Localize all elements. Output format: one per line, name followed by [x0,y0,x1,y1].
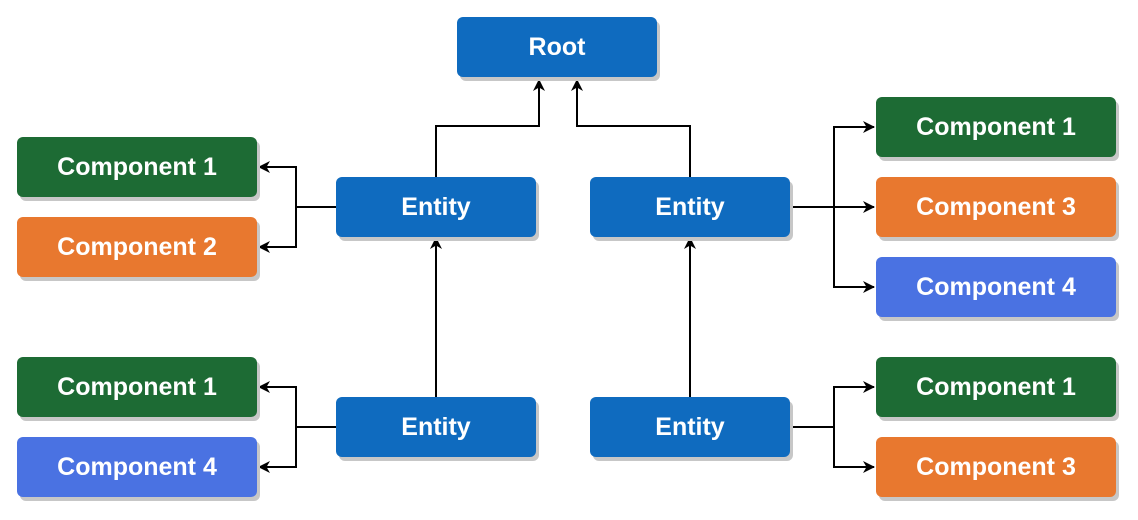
component-node-tr-4[interactable]: Component 4 [876,257,1116,317]
entity-node-top-left[interactable]: Entity [336,177,536,237]
component-node-tl-1[interactable]: Component 1 [17,137,257,197]
entity-node-top-right[interactable]: Entity [590,177,790,237]
root-node[interactable]: Root [457,17,657,77]
edge-entity-top-left-to-comp-2 [258,207,297,253]
edge-entity-bottom-right-to-comp-1 [833,381,875,427]
component-node-tr-3[interactable]: Component 3 [876,177,1116,237]
edge-entity-bottom-left-to-comp-4 [258,427,297,473]
component-node-bl-1[interactable]: Component 1 [17,357,257,417]
edge-entity-bottom-left-to-comp-1 [258,381,297,427]
entity-node-bottom-left[interactable]: Entity [336,397,536,457]
edge-entity-top-right-to-comp-1 [833,121,875,207]
component-node-tl-2[interactable]: Component 2 [17,217,257,277]
edge-entity-top-right-to-comp-4 [833,207,875,293]
edge-entity-top-right-to-root [571,79,691,177]
edge-entity-bottom-right-to-comp-3 [833,427,875,473]
component-node-tr-1[interactable]: Component 1 [876,97,1116,157]
edge-entity-top-left-to-comp-1 [258,161,297,207]
component-node-br-1[interactable]: Component 1 [876,357,1116,417]
edge-entity-top-left-to-root [435,79,545,177]
component-node-bl-4[interactable]: Component 4 [17,437,257,497]
component-node-br-3[interactable]: Component 3 [876,437,1116,497]
entity-node-bottom-right[interactable]: Entity [590,397,790,457]
